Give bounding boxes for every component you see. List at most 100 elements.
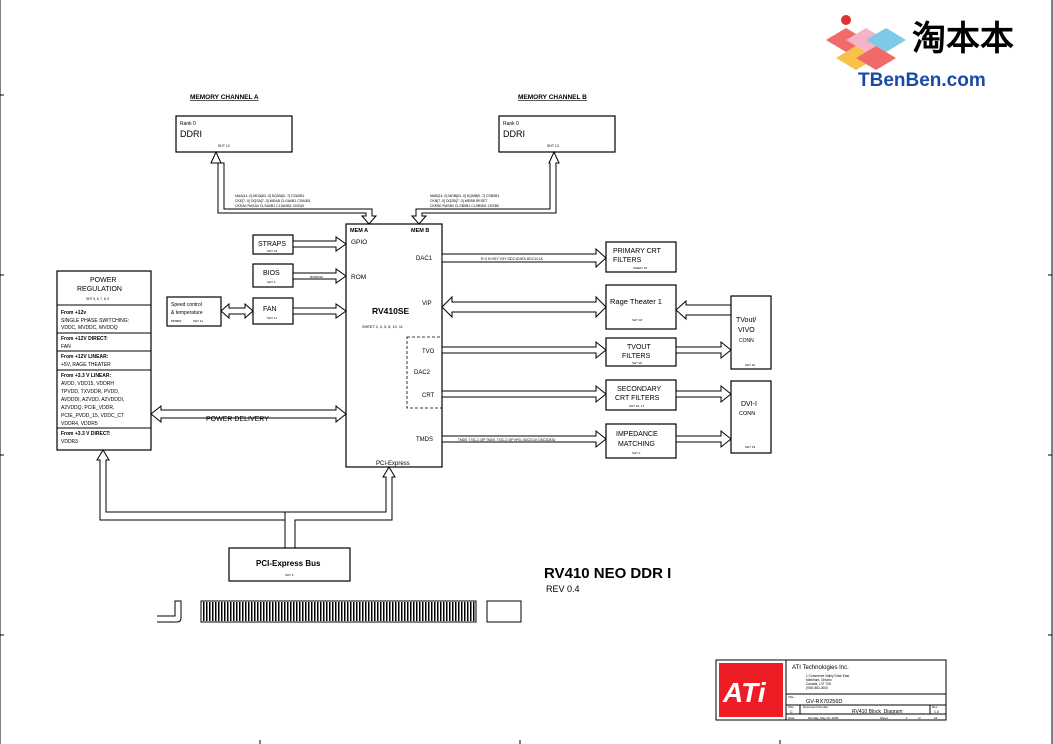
speed-control-line1: Speed control bbox=[171, 302, 202, 308]
gpu-name: RV410SE bbox=[372, 306, 410, 316]
edge-pin bbox=[260, 602, 262, 621]
power-sec-4-heading: From +3.3 V DIRECT: bbox=[61, 431, 111, 437]
power-delivery-arrow bbox=[150, 404, 347, 424]
tb-sheet-value: 1 bbox=[906, 716, 908, 720]
edge-pin bbox=[398, 602, 400, 621]
primary-crt-signal: R G B HSY VSY DDC1DATA DDC1CLK bbox=[481, 257, 544, 261]
edge-pin bbox=[287, 602, 289, 621]
edge-pin bbox=[425, 602, 427, 621]
mem-a-bus-line-2: CKE[7..0] DQSA[7..0] WEAB CLSA0B1 CSA0B1 bbox=[235, 199, 311, 203]
edge-pin bbox=[437, 602, 439, 621]
edge-pin bbox=[212, 602, 214, 621]
mem-b-bus-arrow bbox=[410, 150, 560, 225]
edge-pin bbox=[428, 602, 430, 621]
gpu-dac2-port: DAC2 bbox=[414, 370, 431, 376]
edge-pin bbox=[290, 602, 292, 621]
primary-crt-sheet: SHEET 15 bbox=[633, 266, 647, 270]
primary-crt-box bbox=[605, 241, 677, 273]
tb-size-value: C bbox=[790, 710, 793, 714]
tb-company: ATI Technologies Inc. bbox=[792, 665, 849, 671]
tvo-arrow bbox=[441, 340, 607, 360]
pcie-edge-connector bbox=[157, 600, 522, 623]
edge-pin bbox=[365, 602, 367, 621]
speed-control-sheet: SHT 11 bbox=[193, 319, 203, 323]
gpu-sheets: SHEET 2, 4, 5, 8, 10, 11 bbox=[362, 325, 403, 329]
logo-cn-text: 淘本本 bbox=[912, 20, 1014, 58]
impedance-line1: IMPEDANCE bbox=[616, 431, 658, 438]
edge-pin bbox=[407, 602, 409, 621]
speed-fan-arrow bbox=[220, 302, 254, 320]
tvout-filters-box bbox=[605, 337, 677, 367]
bios-signal: ROMCS# bbox=[310, 275, 323, 279]
ddr-a-box bbox=[175, 115, 293, 153]
edge-pin bbox=[413, 602, 415, 621]
power-sec-2-heading: From +12V LINEAR: bbox=[61, 354, 109, 360]
edge-pin bbox=[374, 602, 376, 621]
edge-pin bbox=[353, 602, 355, 621]
pci-express-bus-box bbox=[228, 547, 351, 582]
fan-label: FAN bbox=[263, 306, 277, 313]
edge-pin bbox=[230, 602, 232, 621]
ddr-a-type: DDRI bbox=[180, 129, 202, 139]
power-sec-1-heading: From +12V DIRECT: bbox=[61, 336, 108, 342]
impedance-signal: TMDS_TX[C,2..0]P TMDS_TX[C,2..0]P HPD, D… bbox=[458, 438, 556, 442]
edge-pin bbox=[218, 602, 220, 621]
tvout-filters-sheet: SHT 20 bbox=[632, 361, 642, 365]
power-regulation-box bbox=[56, 270, 152, 451]
gpu-mem-a-port: MEM A bbox=[350, 228, 368, 234]
tvout-conn-line2: VIVO bbox=[738, 327, 755, 334]
mem-b-bus-line-3: CKEB0 RASB0 CLSB0B1 CLSB0B1 CKEB0 bbox=[430, 204, 499, 208]
tb-address-3: (905) 882-2600 bbox=[806, 686, 828, 690]
edge-pin bbox=[224, 602, 226, 621]
edge-pin bbox=[233, 602, 235, 621]
power-title-2: REGULATION bbox=[77, 286, 122, 293]
dvi-connector bbox=[730, 380, 772, 454]
tb-title-value: GV-RX70256D bbox=[806, 699, 842, 705]
tb-docnum-value: RV410 Block_Diagram bbox=[852, 709, 903, 715]
power-sec-3-line-4: PCIE_PVDD_15, VDDC_CT bbox=[61, 413, 124, 419]
gpu-tmds-port: TMDS bbox=[416, 437, 433, 443]
gpu-pci-port: PCI-Express bbox=[376, 461, 410, 467]
tb-sheet-label: Sheet bbox=[880, 716, 888, 720]
bios-sheet: SHT 4 bbox=[267, 280, 276, 284]
edge-pin bbox=[302, 602, 304, 621]
rage-theater-box bbox=[605, 284, 677, 330]
edge-pin bbox=[383, 602, 385, 621]
primary-crt-line2: FILTERS bbox=[613, 257, 642, 264]
edge-pin bbox=[296, 602, 298, 621]
edge-pin bbox=[299, 602, 301, 621]
edge-pin bbox=[326, 602, 328, 621]
tb-address-1: Markham, Ontario bbox=[806, 678, 832, 682]
gpu-dac1-port: DAC1 bbox=[416, 256, 433, 262]
gpu-mem-b-port: MEM B bbox=[411, 228, 429, 234]
logo-en-text: TBenBen.com bbox=[858, 70, 986, 91]
tvout-conn-line3: CONN bbox=[739, 338, 754, 344]
edge-pin bbox=[335, 602, 337, 621]
edge-pin bbox=[446, 602, 448, 621]
tvout-filters-line2: FILTERS bbox=[622, 353, 651, 360]
edge-pin bbox=[215, 602, 217, 621]
memory-channel-a-title: MEMORY CHANNEL A bbox=[190, 94, 259, 101]
ddr-b-sheet: SHT 13 bbox=[547, 144, 559, 148]
edge-pin bbox=[239, 602, 241, 621]
edge-pin bbox=[242, 602, 244, 621]
edge-pin bbox=[362, 602, 364, 621]
edge-pin bbox=[392, 602, 394, 621]
edge-pin bbox=[359, 602, 361, 621]
speed-control-box bbox=[166, 296, 222, 327]
edge-pin bbox=[404, 602, 406, 621]
edge-pin bbox=[341, 602, 343, 621]
tb-rev-value: 1.0 bbox=[934, 710, 939, 714]
crt-to-dvi-arrow bbox=[675, 384, 732, 404]
secondary-crt-line2: CRT FILTERS bbox=[615, 395, 660, 402]
straps-sheet: SHT 14 bbox=[267, 249, 277, 253]
tmds-arrow bbox=[441, 429, 607, 449]
tvout-conn-line1: TVout/ bbox=[736, 317, 756, 324]
gpu-tvo-port: TVO bbox=[422, 349, 435, 355]
dac2-group-outline bbox=[406, 336, 443, 409]
edge-pin bbox=[314, 602, 316, 621]
power-title-1: POWER bbox=[90, 277, 116, 284]
edge-pin bbox=[368, 602, 370, 621]
